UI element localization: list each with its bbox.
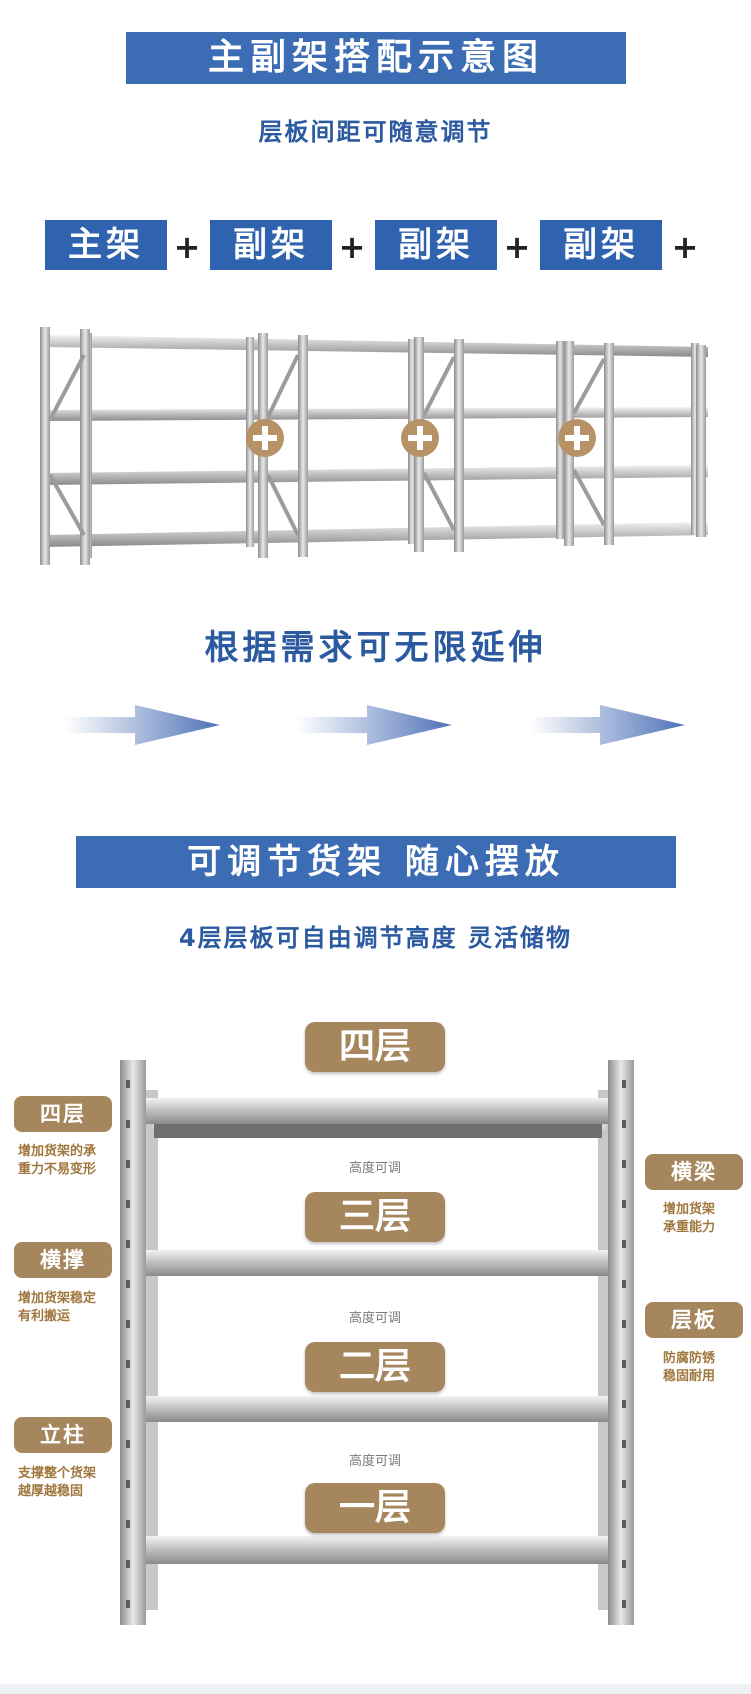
left-label-crossbar: 横撑 bbox=[14, 1242, 112, 1278]
right-desc-beam-1: 增加货架 bbox=[663, 1202, 716, 1217]
tall-shelf-illustration bbox=[120, 1060, 634, 1625]
right-desc-board-2: 稳固耐用 bbox=[663, 1369, 716, 1384]
plus-sign: + bbox=[173, 228, 201, 266]
right-label-beam: 横梁 bbox=[645, 1154, 743, 1190]
plus-sign: + bbox=[671, 228, 699, 266]
plus-circle-icon bbox=[558, 419, 596, 457]
plus-circle-icon bbox=[401, 419, 439, 457]
height-adjustable-label: 高度可调 bbox=[348, 1161, 401, 1176]
left-label-column: 立柱 bbox=[14, 1417, 112, 1453]
level-4-label: 四层 bbox=[305, 1022, 445, 1072]
plus-sign: + bbox=[338, 228, 366, 266]
arrow-right-icon bbox=[65, 705, 220, 745]
height-adjustable-label: 高度可调 bbox=[348, 1311, 401, 1326]
height-adjustable-label: 高度可调 bbox=[348, 1454, 401, 1469]
section2-subtitle: 4层层板可自由调节高度 灵活储物 bbox=[178, 924, 573, 952]
left-desc-column-2: 越厚越稳固 bbox=[18, 1484, 84, 1499]
long-shelf-illustration bbox=[40, 327, 708, 565]
tag-sub-frame-2: 副架 bbox=[375, 220, 497, 270]
left-desc-crossbar-1: 增加货架稳定 bbox=[18, 1291, 97, 1306]
arrow-right-icon bbox=[530, 705, 685, 745]
tag-main-frame: 主架 bbox=[45, 220, 167, 270]
arrow-right-icon bbox=[297, 705, 452, 745]
tag-sub-frame-3: 副架 bbox=[540, 220, 662, 270]
level-3-label: 三层 bbox=[305, 1192, 445, 1242]
right-desc-board-1: 防腐防锈 bbox=[663, 1351, 716, 1366]
right-desc-beam-2: 承重能力 bbox=[663, 1220, 716, 1235]
left-label-shelf: 四层 bbox=[14, 1096, 112, 1132]
extend-text: 根据需求可无限延伸 bbox=[204, 628, 547, 668]
level-1-label: 一层 bbox=[305, 1483, 445, 1533]
tag-sub-frame-1: 副架 bbox=[210, 220, 332, 270]
section1-subtitle: 层板间距可随意调节 bbox=[258, 118, 493, 146]
right-label-board: 层板 bbox=[645, 1302, 743, 1338]
section1-banner: 主副架搭配示意图 bbox=[126, 32, 626, 84]
section2-banner: 可调节货架 随心摆放 bbox=[76, 836, 676, 888]
plus-sign: + bbox=[503, 228, 531, 266]
bottom-strip bbox=[0, 1684, 751, 1694]
level-2-label: 二层 bbox=[305, 1342, 445, 1392]
plus-circle-icon bbox=[246, 419, 284, 457]
left-desc-column-1: 支撑整个货架 bbox=[18, 1466, 97, 1481]
left-desc-shelf-2: 重力不易变形 bbox=[18, 1162, 97, 1177]
left-desc-crossbar-2: 有利搬运 bbox=[18, 1309, 71, 1324]
left-desc-shelf-1: 增加货架的承 bbox=[18, 1144, 97, 1159]
